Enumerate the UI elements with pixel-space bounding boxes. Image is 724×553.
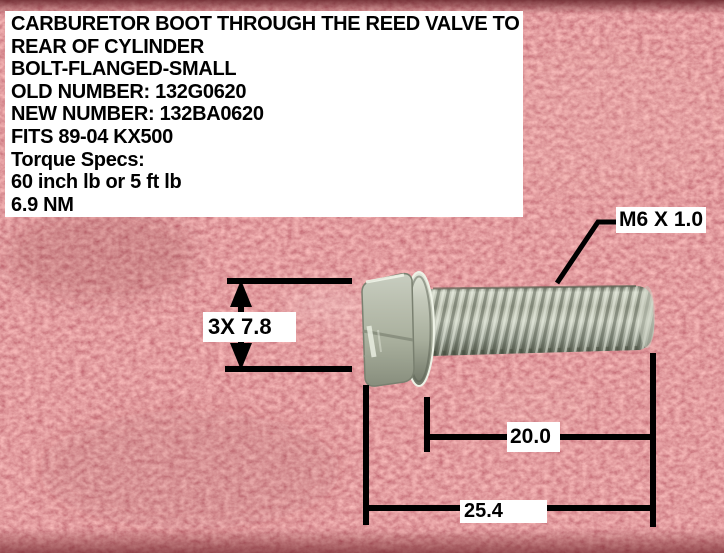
bolt-head <box>361 272 415 387</box>
bolt-photo <box>361 271 655 387</box>
arrow-up <box>230 280 252 307</box>
bolt-tip-highlight <box>639 286 655 348</box>
arrow-down <box>230 343 252 370</box>
carpet-shading <box>5 50 724 530</box>
spec-line: NEW NUMBER: 132BA0620 <box>11 103 264 126</box>
spec-line: 60 inch lb or 5 ft lb <box>11 171 182 194</box>
spec-line: REAR OF CYLINDER <box>11 35 204 58</box>
spec-line: 6.9 NM <box>11 193 74 216</box>
overall-length-label: 25.4 <box>460 500 547 523</box>
spec-line: FITS 89-04 KX500 <box>11 125 173 148</box>
head-scratch <box>366 325 377 358</box>
spec-line: BOLT-FLANGED-SMALL <box>11 58 237 81</box>
thread-spec-label: M6 X 1.0 <box>616 207 706 233</box>
spec-line: OLD NUMBER: 132G0620 <box>11 80 247 103</box>
carpet-top-shadow <box>0 0 724 14</box>
spec-line: CARBURETOR BOOT THROUGH THE REED VALVE T… <box>11 13 520 35</box>
spec-text-box: CARBURETOR BOOT THROUGH THE REED VALVE T… <box>5 11 523 217</box>
thread-spec-leader-line <box>554 219 618 285</box>
spec-line: Torque Specs: <box>11 148 145 171</box>
carpet-bottom-shadow <box>0 528 724 553</box>
thread-length-label: 20.0 <box>507 422 560 452</box>
flange-dimension-label: 3X 7.8 <box>203 312 296 342</box>
bolt-shank <box>431 285 655 356</box>
